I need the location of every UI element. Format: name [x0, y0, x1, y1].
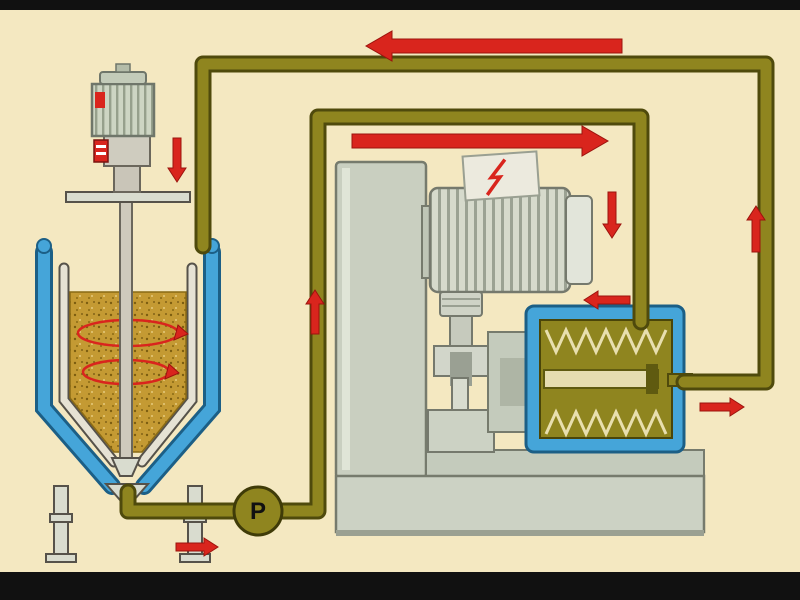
tank-leg-left-flange [49, 513, 73, 523]
vessel-wall [58, 262, 198, 468]
flow-arrow-motor-down [602, 191, 622, 239]
top-frame-bar [0, 0, 800, 10]
drive-coupling [427, 291, 495, 453]
flow-arrow-tank-inlet-down [167, 137, 187, 183]
return-pipe [197, 58, 772, 388]
machine-base [334, 474, 706, 534]
pump-body [232, 485, 284, 537]
agitator-shaft [119, 201, 133, 459]
machine-column-highlight [342, 168, 350, 470]
swirl-lower-head [164, 363, 180, 380]
motor-cap [99, 71, 147, 85]
flow-arrow-riser-up [746, 205, 766, 253]
machine-deck [425, 449, 705, 479]
jacket-wall-right [138, 246, 218, 492]
flow-arrow-outlet-right [699, 397, 745, 417]
stirred-feed-tank [35, 63, 221, 563]
warning-badge-stripe [96, 152, 106, 155]
motor-end-cap [565, 195, 593, 285]
coupling-cylinder [439, 291, 483, 317]
tank-leg-left-foot [45, 553, 77, 563]
vessel-wall-right [138, 264, 196, 466]
vessel-wall-left [60, 264, 118, 466]
motor-label-icon [95, 92, 105, 108]
pump-label: P [250, 498, 266, 525]
mill-drive-motor [428, 186, 572, 294]
motor-coupling [103, 135, 151, 167]
bottom-frame-bar [0, 572, 800, 600]
support-block [427, 409, 495, 453]
shaft-housing [113, 165, 141, 193]
flow-arrows [167, 30, 766, 557]
grinding-discs-top [544, 326, 668, 356]
grinding-discs-bottom [544, 408, 668, 438]
mill-shaft-hub [646, 364, 658, 394]
shaft-bottom-bearing [110, 457, 142, 477]
milling-chamber [524, 304, 693, 454]
swirl-upper-head [173, 324, 189, 341]
coupling-stem [449, 315, 473, 347]
flow-arrow-feed-right [351, 125, 610, 157]
flow-arrow-mill-inlet-left [583, 290, 631, 310]
machine-base-shadow [336, 530, 704, 536]
piston-rod [451, 377, 469, 411]
flow-arrow-return-left [364, 30, 623, 62]
power-panel [461, 150, 541, 202]
lightning-icon [485, 158, 507, 196]
mill-shaft [543, 369, 659, 389]
mill-machine [334, 150, 706, 536]
jacket-rim-left [36, 238, 52, 254]
warning-badge [93, 139, 109, 163]
tank-leg-right-foot [179, 553, 211, 563]
jacket-wall-left [38, 246, 118, 492]
feed-pump: P [232, 485, 284, 537]
flow-arrow-feed-up [305, 289, 325, 335]
warning-badge-stripe [96, 145, 106, 148]
agitator-motor-body [90, 82, 156, 138]
agitator-motor [65, 63, 191, 203]
motor-mount-plate [65, 191, 191, 203]
motor-knob [115, 63, 131, 73]
flow-arrow-suction-right [175, 537, 219, 557]
